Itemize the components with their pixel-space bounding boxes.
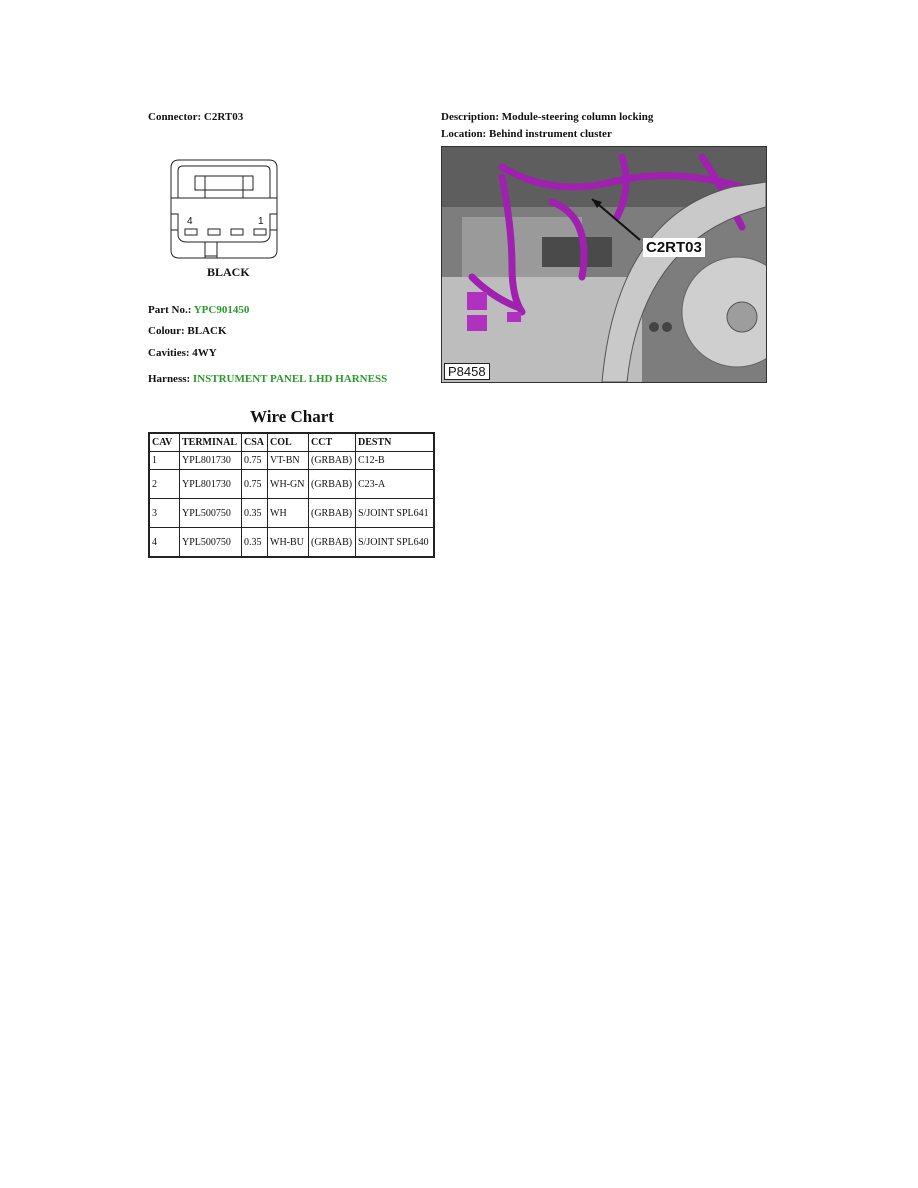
cell-terminal: YPL500750: [179, 527, 242, 558]
cavities-field: Cavities: 4WY: [148, 347, 217, 359]
table-row: 4 YPL500750 0.35 WH-BU (GRBAB) S/JOINT S…: [148, 527, 435, 558]
cell-cct: (GRBAB): [308, 527, 356, 558]
colour-value: BLACK: [187, 325, 227, 337]
description-field: Description: Module-steering column lock…: [441, 111, 653, 123]
wire-chart-title: Wire Chart: [250, 407, 334, 426]
wire-chart-table: CAV TERMINAL CSA COL CCT DESTN 1 YPL8017…: [148, 432, 435, 558]
connector-value: C2RT03: [203, 111, 244, 123]
table-header-row: CAV TERMINAL CSA COL CCT DESTN: [148, 432, 435, 452]
diagram-colour-caption: BLACK: [207, 265, 250, 279]
pin-1-label: 1: [258, 216, 264, 227]
cell-terminal: YPL801730: [179, 469, 242, 499]
harness-illustration: [442, 147, 766, 382]
cell-destn: S/JOINT SPL641: [355, 498, 435, 528]
table-row: 1 YPL801730 0.75 VT-BN (GRBAB) C12-B: [148, 451, 435, 470]
location-value: Behind instrument cluster: [488, 128, 612, 140]
cell-cav: 2: [148, 469, 180, 499]
cell-cav: 3: [148, 498, 180, 528]
table-row: 2 YPL801730 0.75 WH-GN (GRBAB) C23-A: [148, 469, 435, 499]
header-cct: CCT: [308, 432, 356, 452]
harness-label: Harness:: [148, 373, 191, 385]
description-label: Description:: [441, 111, 500, 123]
cell-cct: (GRBAB): [308, 469, 356, 499]
cell-destn: S/JOINT SPL640: [355, 527, 435, 558]
cell-cct: (GRBAB): [308, 498, 356, 528]
cell-csa: 0.75: [241, 451, 268, 470]
header-csa: CSA: [241, 432, 268, 452]
harness-link[interactable]: INSTRUMENT PANEL LHD HARNESS: [192, 373, 388, 385]
colour-label: Colour:: [148, 325, 185, 337]
connector-label: Connector:: [148, 111, 202, 123]
location-label: Location:: [441, 128, 487, 140]
cell-col: WH: [267, 498, 309, 528]
cell-cav: 4: [148, 527, 180, 558]
description-value: Module-steering column locking: [501, 111, 654, 123]
colour-field: Colour: BLACK: [148, 325, 227, 337]
header-terminal: TERMINAL: [179, 432, 242, 452]
header-cav: CAV: [148, 432, 180, 452]
table-row: 3 YPL500750 0.35 WH (GRBAB) S/JOINT SPL6…: [148, 498, 435, 528]
cell-csa: 0.35: [241, 498, 268, 528]
callout-label: C2RT03: [643, 238, 705, 257]
cell-col: WH-BU: [267, 527, 309, 558]
cavities-label: Cavities:: [148, 347, 190, 359]
cell-destn: C12-B: [355, 451, 435, 470]
connector-field: Connector: C2RT03: [148, 111, 243, 123]
part-no-link[interactable]: YPC901450: [193, 304, 250, 316]
connector-outline-icon: 4 1 BLACK: [170, 159, 278, 279]
cell-terminal: YPL801730: [179, 451, 242, 470]
cell-cav: 1: [148, 451, 180, 470]
cell-terminal: YPL500750: [179, 498, 242, 528]
header-destn: DESTN: [355, 432, 435, 452]
pin-4-label: 4: [187, 216, 193, 227]
figure-id-label: P8458: [444, 363, 490, 380]
header-col: COL: [267, 432, 309, 452]
harness-field: Harness: INSTRUMENT PANEL LHD HARNESS: [148, 373, 387, 385]
cell-col: VT-BN: [267, 451, 309, 470]
cell-col: WH-GN: [267, 469, 309, 499]
cell-destn: C23-A: [355, 469, 435, 499]
location-field: Location: Behind instrument cluster: [441, 128, 612, 140]
cell-csa: 0.35: [241, 527, 268, 558]
part-no-label: Part No.:: [148, 304, 192, 316]
location-photo: C2RT03 P8458: [441, 146, 767, 383]
connector-face-diagram: 4 1 BLACK: [165, 158, 285, 280]
part-no-field: Part No.: YPC901450: [148, 304, 249, 316]
cavities-value: 4WY: [192, 347, 217, 359]
cell-csa: 0.75: [241, 469, 268, 499]
cell-cct: (GRBAB): [308, 451, 356, 470]
